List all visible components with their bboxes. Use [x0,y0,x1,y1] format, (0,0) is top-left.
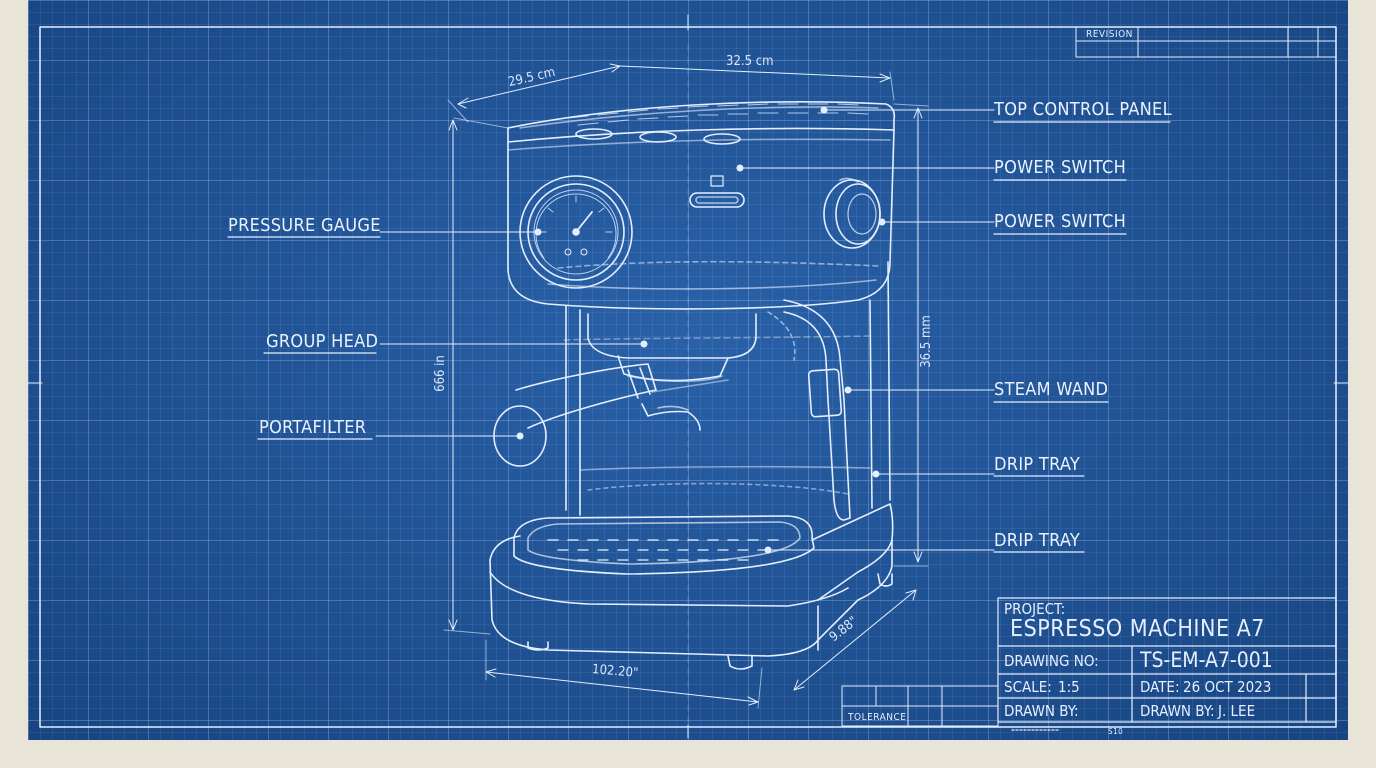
lid-grille [567,103,869,126]
power-knob-drawing [823,177,881,249]
title-block-frame [841,597,1337,731]
revision-block [1075,26,1337,58]
drawn-by-label: DRAWN BY: [1140,702,1215,720]
dimension-lines [443,63,929,709]
logo-mark [710,175,724,187]
hidden-boiler-line [557,260,879,269]
drawing-no-label: DRAWING NO: [1004,652,1099,670]
dim-width-top: 32.5 cm [726,54,774,69]
label-group-head: GROUP HEAD [266,331,379,352]
project-label: PROJECT: [1004,600,1066,618]
base-foot-front [727,655,753,670]
label-top-control-panel: TOP CONTROL PANEL [994,99,1172,120]
upper-body [507,129,895,310]
label-portafilter: PORTAFILTER [259,417,367,438]
date-label: DATE: [1140,678,1180,696]
project-name: ESPRESSO MACHINE A7 [1010,616,1265,642]
tolerance-label: TOLERANCE [848,712,907,723]
dim-height-right: 36.5 mm [918,315,934,368]
sheet-mark: S10 [1108,727,1124,736]
drawn-by-value: J. LEE [1218,702,1256,720]
top-lid [507,101,896,143]
display-slot [689,192,745,208]
drip-tray-drawing [513,482,849,575]
base-foot-left [527,641,549,651]
base-drawing [489,503,894,670]
revision-label: REVISION [1086,29,1133,40]
scale-label: SCALE: [1004,678,1052,696]
leader-lines [227,106,1171,554]
dim-height-left: 666 in [432,355,448,392]
date-value: 26 OCT 2023 [1183,678,1272,696]
drawn-by-label-left: DRAWN BY: [1004,702,1079,720]
label-drip-tray-2: DRIP TRAY [994,530,1081,551]
steam-wand-drawing [783,299,851,521]
espresso-machine-drawing [28,14,1348,739]
lid-button-1 [575,128,613,140]
label-steam-wand: STEAM WAND [994,379,1109,400]
drawing-no: TS-EM-A7-001 [1140,648,1273,672]
upper-body-seam [507,138,891,151]
label-drip-tray-1: DRIP TRAY [994,454,1081,475]
label-power-switch-1: POWER SWITCH [994,157,1127,178]
label-power-switch-2: POWER SWITCH [994,211,1127,232]
scale-value: 1:5 [1058,678,1080,696]
label-pressure-gauge: PRESSURE GAUGE [228,215,381,236]
blueprint-sheet: REVISION TOP CONTROL PANEL POWER SWITCH … [28,0,1348,740]
group-head [587,313,757,359]
base-foot-right [877,573,893,587]
lid-rim [519,106,879,129]
frame-columns [565,261,891,516]
